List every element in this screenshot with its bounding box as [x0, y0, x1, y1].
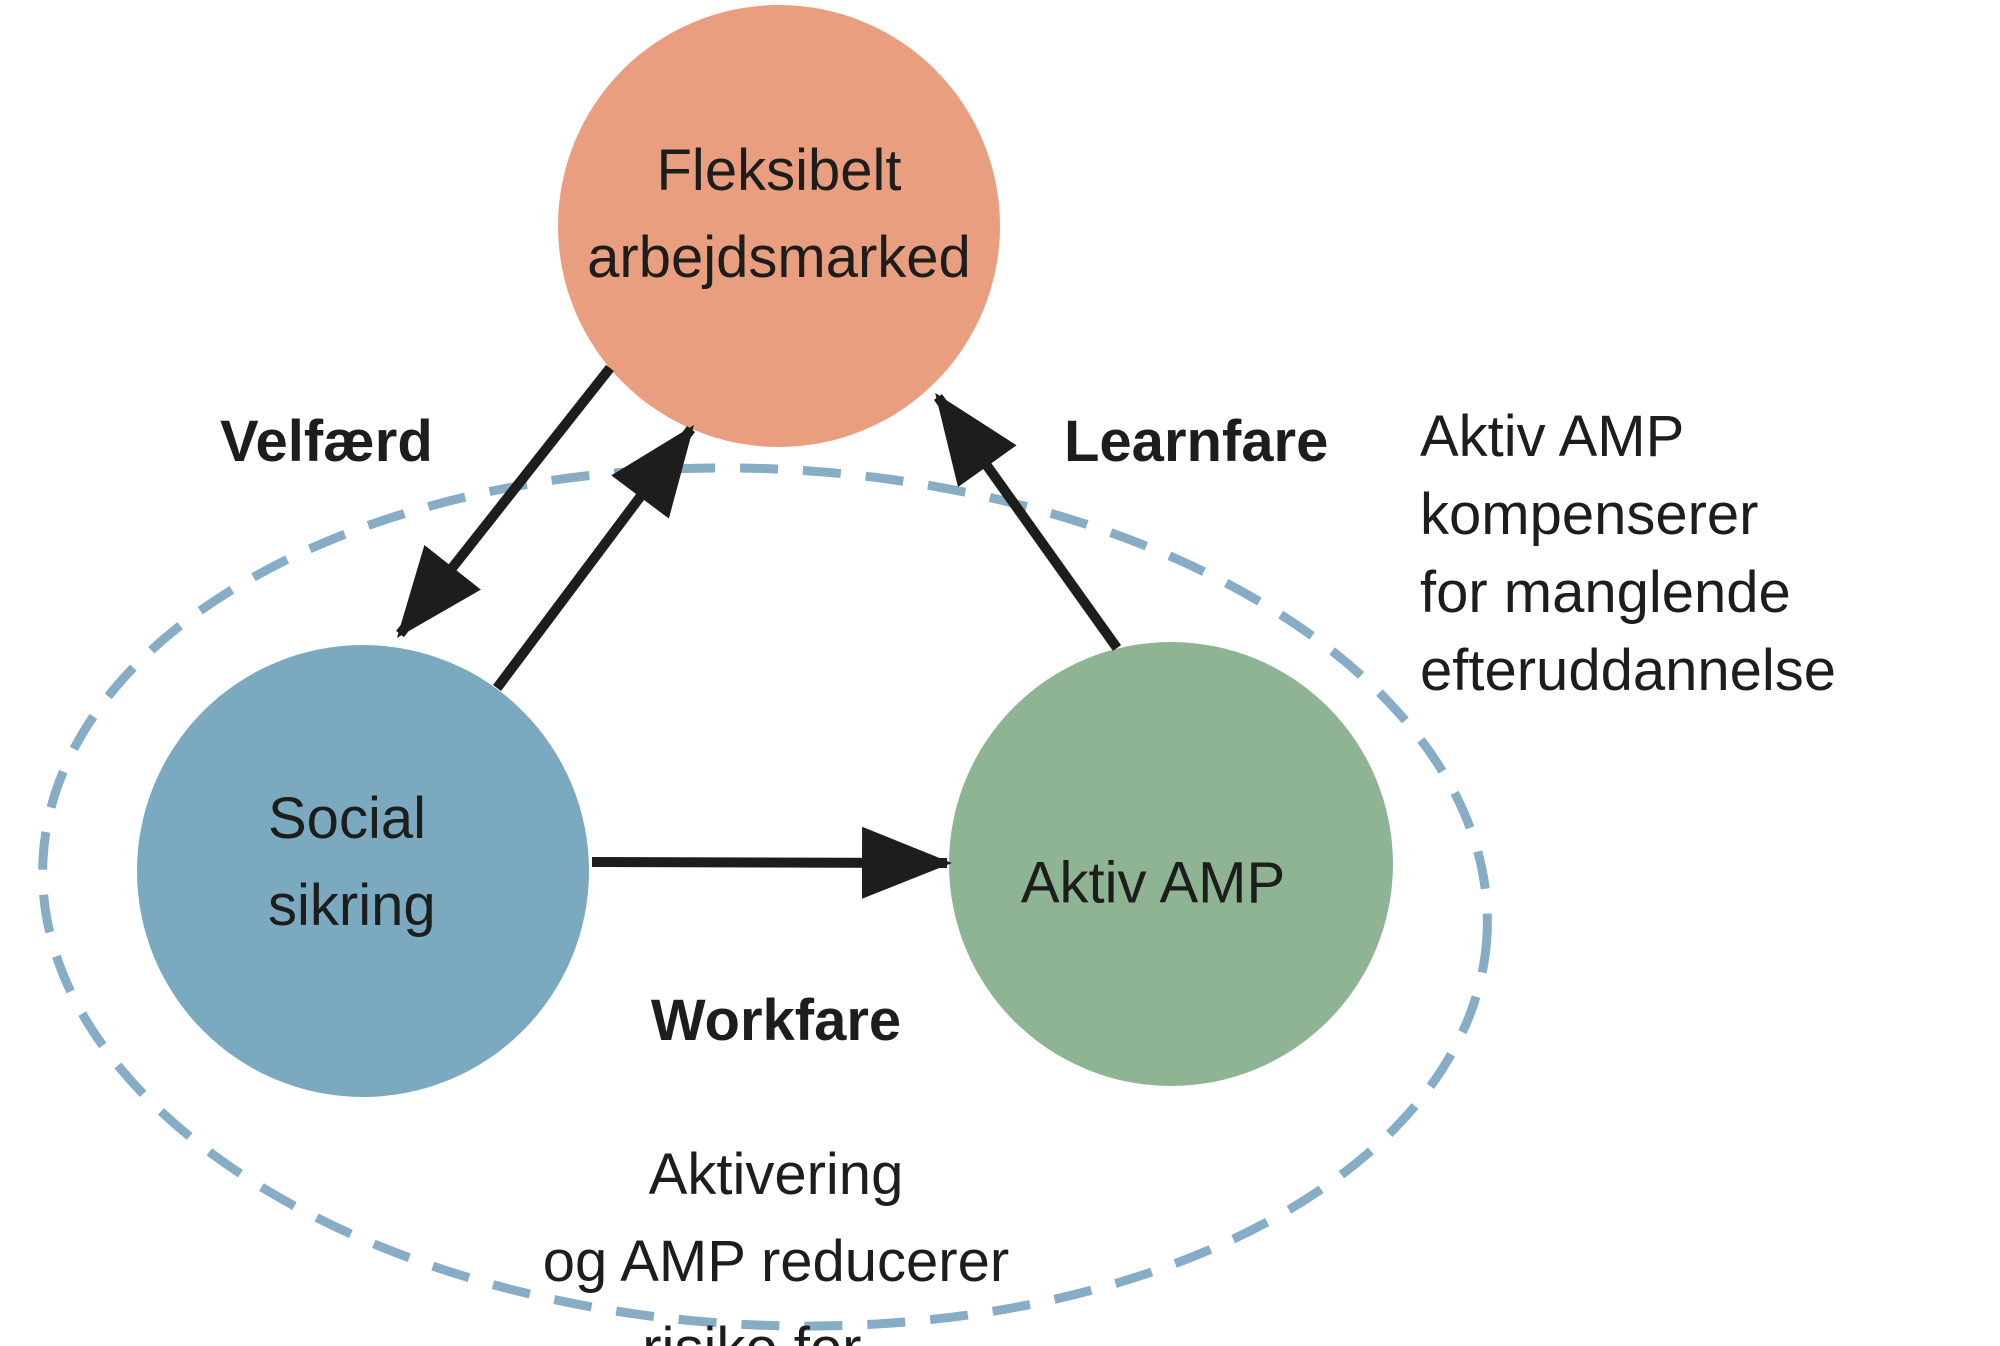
- arrow-workfare-social-to-amp: [591, 826, 952, 899]
- node-flexible-labor-market-circle: [558, 5, 1000, 447]
- edge-label-velfaerd: Velfærd: [220, 409, 433, 474]
- edge-label-learnfare: Learnfare: [1064, 409, 1329, 474]
- arrow-learnfare-amp-to-top: [933, 392, 1122, 651]
- workfare-note: Aktivering og AMP reducerer risiko for .…: [542, 1142, 1010, 1346]
- dashed-boundary-ellipse: [38, 463, 1492, 1331]
- edge-label-workfare: Workfare: [650, 988, 902, 1053]
- node-flexible-labor-market-label: Fleksibelt arbejdsmarked: [587, 138, 971, 290]
- node-active-lmp-circle: [949, 642, 1393, 1086]
- node-active-lmp-label: Aktiv AMP: [1020, 850, 1286, 916]
- node-social-security-circle: [137, 645, 589, 1097]
- arrow-velfaerd-social-to-top: [492, 424, 696, 691]
- node-social-security-label: Social sikring: [268, 786, 436, 938]
- learnfare-note: Aktiv AMP kompenserer for manglende efte…: [1420, 404, 1836, 703]
- workfare-block: Workfare Aktivering og AMP reducerer ris…: [543, 910, 1009, 1346]
- arrow-velfaerd-top-to-social: [396, 364, 614, 638]
